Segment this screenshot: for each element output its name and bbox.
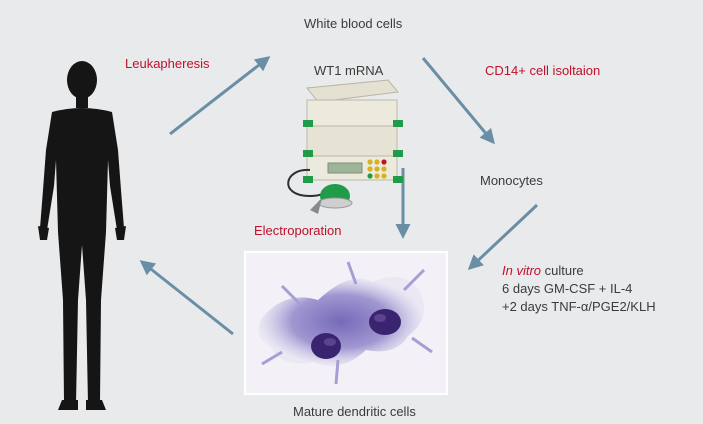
label-monocytes: Monocytes [480, 173, 543, 188]
label-white-blood-cells: White blood cells [304, 16, 403, 31]
label-step-tnf: +2 days TNF-α/PGE2/KLH [502, 299, 656, 314]
label-step-gmcsf: 6 days GM-CSF + IL-4 [502, 281, 633, 296]
label-wt1-mrna: WT1 mRNA [314, 63, 384, 78]
arrow-leukapheresis [169, 56, 271, 136]
arrow-reinfusion [139, 260, 234, 336]
label-cd14-isolation: CD14+ cell isoltaion [485, 63, 601, 78]
label-culture: culture [541, 263, 584, 278]
arrow-culture [467, 203, 539, 271]
electroporation-device-icon [287, 79, 403, 214]
label-mature-dendritic-cells: Mature dendritic cells [293, 404, 416, 419]
label-in-vitro-culture: In vitro culture [502, 263, 584, 278]
label-leukapheresis: Leukapheresis [125, 56, 210, 71]
arrow-cd14-isolation [421, 57, 495, 145]
human-silhouette-icon [38, 61, 126, 410]
dendritic-cell-micrograph [244, 251, 448, 395]
label-in-vitro: In vitro [502, 263, 542, 278]
label-electroporation: Electroporation [254, 223, 342, 238]
